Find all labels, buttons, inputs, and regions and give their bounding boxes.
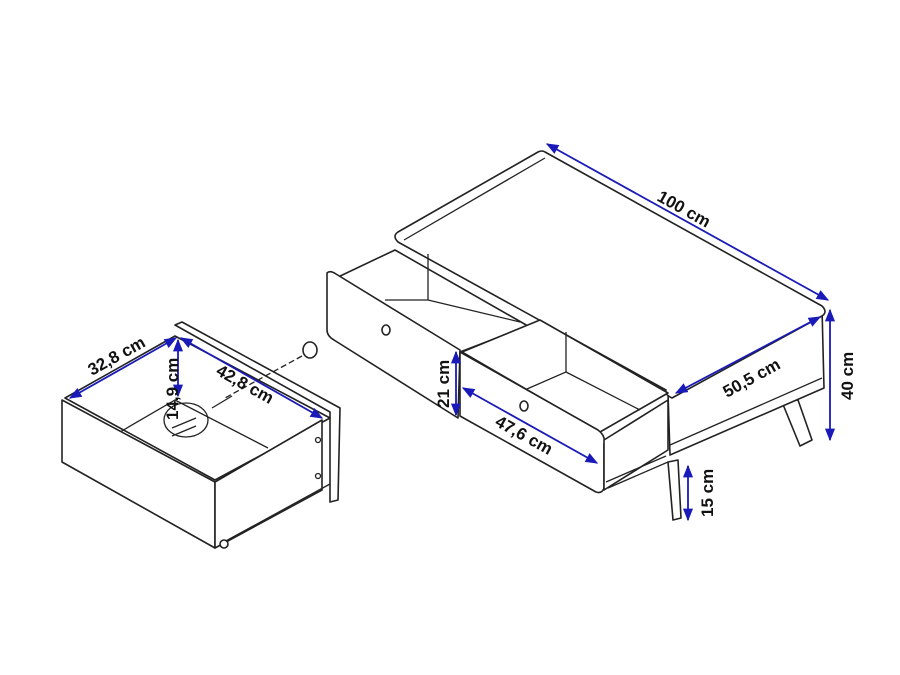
label-drawer-height: 14,9 cm bbox=[163, 358, 182, 420]
dim-42-8 bbox=[179, 337, 324, 419]
dim-50-5 bbox=[674, 316, 822, 394]
back-leg bbox=[781, 399, 813, 447]
dim-32-8 bbox=[68, 337, 178, 399]
dim-100 bbox=[545, 143, 830, 301]
dimension-lines bbox=[68, 143, 836, 522]
label-leg-height: 15 cm bbox=[698, 469, 717, 517]
knob-icon bbox=[302, 341, 318, 359]
left-drawer bbox=[326, 249, 529, 419]
label-drawer-front-height: 21 cm bbox=[434, 360, 453, 408]
front-leg bbox=[667, 459, 682, 521]
drawer-knob bbox=[519, 400, 529, 412]
dim-47-6 bbox=[461, 387, 599, 464]
coffee-table bbox=[326, 150, 826, 521]
drawer-knob bbox=[381, 324, 391, 336]
label-table-height: 40 cm bbox=[838, 352, 857, 400]
